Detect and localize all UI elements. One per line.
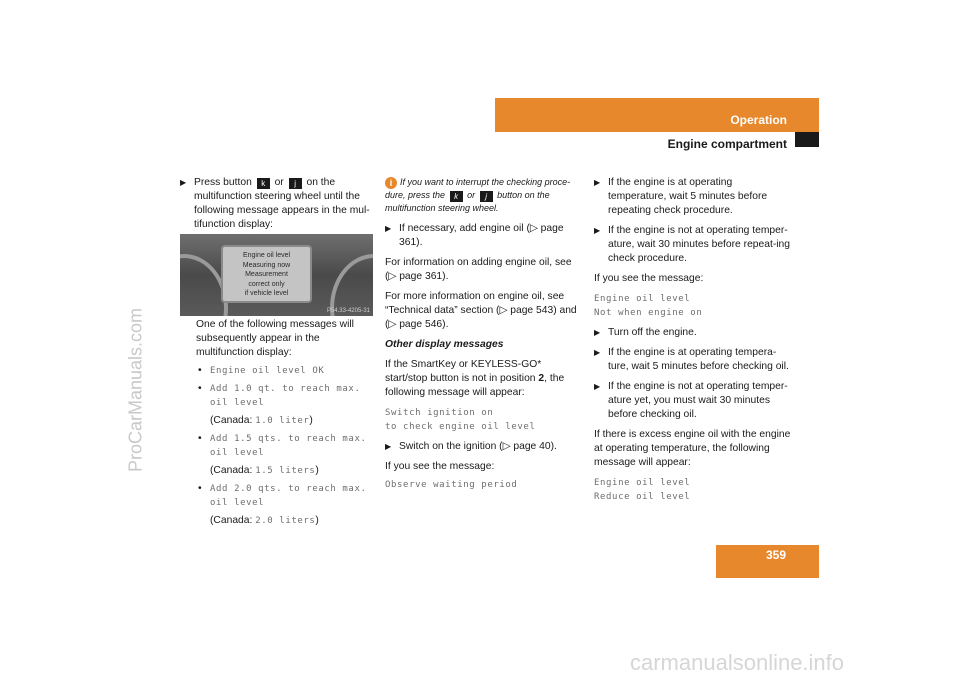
- step: ▶ If the engine is at operating temperat…: [594, 177, 768, 216]
- paragraph: If you see the message:: [385, 461, 495, 472]
- canada-note: (Canada: 1.0 liter): [210, 415, 313, 426]
- list-item: • Add 1.0 qt. to reach max. oil level: [198, 383, 361, 408]
- subheading: Other display messages: [385, 339, 504, 350]
- bottom-watermark: carmanualsonline.info: [630, 650, 845, 675]
- step-add-oil: ▶ If necessary, add engine oil (▷ page 3…: [385, 223, 564, 248]
- section-title: Operation: [730, 113, 787, 127]
- triangle-right-icon: ▶: [385, 224, 392, 233]
- arrow-up-key-icon: k: [256, 178, 270, 189]
- triangle-right-icon: ▶: [594, 226, 601, 235]
- triangle-right-icon: ▶: [594, 348, 601, 357]
- paragraph: If the SmartKey or KEYLESS-GO* start/sto…: [385, 359, 565, 398]
- display-message: Engine oil level Reduce oil level: [594, 478, 691, 502]
- page-number-band: [716, 545, 819, 578]
- header-tab-marker: [795, 132, 819, 147]
- list-item: • Engine oil level OK: [198, 365, 325, 376]
- step: ▶ If the engine is at operating tempera-…: [594, 347, 789, 372]
- step: ▶ If the engine is not at operating temp…: [594, 381, 788, 420]
- step: ▶ If the engine is not at operating temp…: [594, 225, 791, 264]
- arrow-down-key-icon: j: [479, 191, 493, 202]
- triangle-right-icon: ▶: [594, 178, 601, 187]
- image-code: P54.33-4205-31: [326, 308, 370, 314]
- display-message: Observe waiting period: [385, 480, 518, 490]
- step-press-button: ▶ Press button k or j on the multifuncti…: [180, 177, 370, 230]
- triangle-right-icon: ▶: [594, 328, 601, 337]
- paragraph: For more information on engine oil, see …: [385, 291, 577, 330]
- list-item: • Add 2.0 qts. to reach max. oil level: [198, 483, 367, 508]
- step: ▶ Turn off the engine.: [594, 327, 697, 338]
- arrow-up-key-icon: k: [449, 191, 463, 202]
- column-1: ▶ Press button k or j on the multifuncti…: [180, 176, 376, 232]
- triangle-right-icon: ▶: [594, 382, 601, 391]
- header-band: [495, 98, 819, 132]
- list-item: • Add 1.5 qts. to reach max. oil level: [198, 433, 367, 458]
- paragraph: If you see the message:: [594, 273, 704, 284]
- display-message: Engine oil level Not when engine on: [594, 294, 703, 318]
- paragraph: For information on adding engine oil, se…: [385, 257, 572, 282]
- subsection-title: Engine compartment: [667, 137, 787, 151]
- column-1-lower: One of the following messages will subse…: [196, 318, 378, 528]
- display-screen: Engine oil level Measuring now Measureme…: [221, 245, 312, 303]
- arrow-down-key-icon: j: [288, 178, 302, 189]
- step-ignition: ▶ Switch on the ignition (▷ page 40).: [385, 441, 557, 452]
- info-icon: i: [385, 177, 397, 189]
- triangle-right-icon: ▶: [180, 178, 187, 187]
- side-watermark: ProCarManuals.com: [125, 307, 146, 473]
- canada-note: (Canada: 1.5 liters): [210, 465, 319, 476]
- column-3: ▶ If the engine is at operating temperat…: [594, 176, 792, 504]
- gauge-arc-right: [330, 254, 373, 316]
- multifunction-display-image: Engine oil level Measuring now Measureme…: [180, 234, 373, 316]
- canada-note: (Canada: 2.0 liters): [210, 515, 319, 526]
- triangle-right-icon: ▶: [385, 442, 392, 451]
- paragraph: If there is excess engine oil with the e…: [594, 429, 791, 468]
- after-display-text: One of the following messages will subse…: [196, 319, 354, 358]
- display-message: Switch ignition on to check engine oil l…: [385, 408, 536, 432]
- page-number: 359: [765, 548, 786, 562]
